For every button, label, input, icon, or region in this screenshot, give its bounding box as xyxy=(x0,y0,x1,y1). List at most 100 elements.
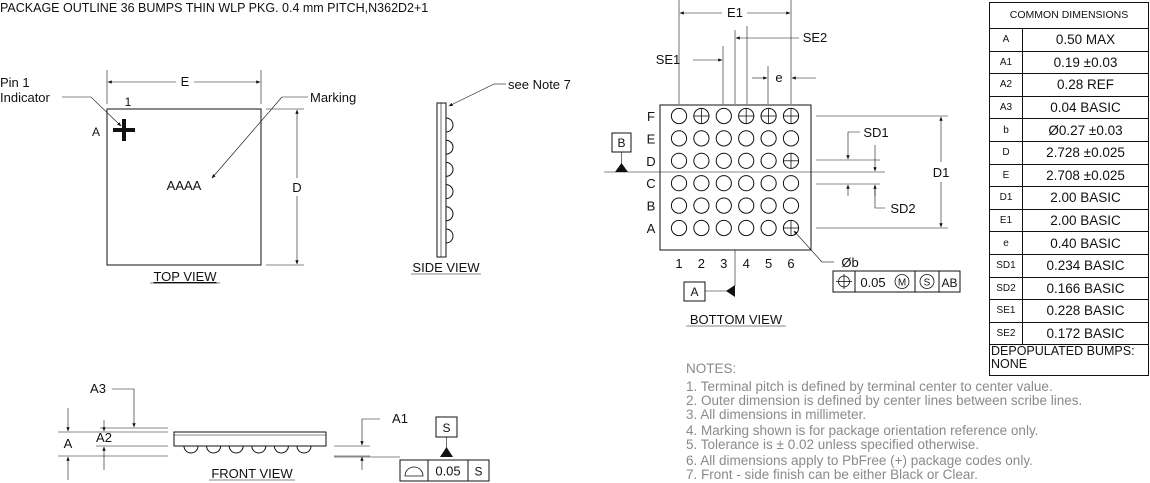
bump-F3 xyxy=(715,107,732,125)
bump-E4 xyxy=(738,130,755,147)
bump-C5 xyxy=(760,175,777,192)
fcf-datum-ref: AB xyxy=(941,276,957,290)
col-label-2: 2 xyxy=(698,256,705,271)
front-dim-a1-label: A1 xyxy=(392,411,408,426)
fcf-s-circle xyxy=(919,274,935,289)
dim-symbol: A1 xyxy=(989,50,1023,75)
notes-heading: NOTES: xyxy=(686,361,736,376)
top-col-label: 1 xyxy=(125,95,132,109)
dim-value: Ø0.27 ±0.03 xyxy=(1022,118,1149,142)
bump-A3 xyxy=(715,219,732,237)
note-2: 2. Outer dimension is defined by center … xyxy=(686,393,1082,408)
dim-value: 2.708 ±0.025 xyxy=(1022,163,1149,188)
dim-symbol: A3 xyxy=(989,95,1023,120)
bump-F1 xyxy=(670,107,688,125)
dim-symbol: E1 xyxy=(989,208,1023,233)
front-dim-a3-label: A3 xyxy=(90,381,106,396)
row-label-D: D xyxy=(646,154,655,169)
row-label-A: A xyxy=(647,221,656,236)
depop-line: NONE xyxy=(991,357,1028,372)
dim-symbol: D1 xyxy=(989,186,1023,210)
dim-value: 0.28 REF xyxy=(1022,73,1149,97)
side-bump xyxy=(445,117,454,133)
top-view: E D Pin 1 Indicator 1 A Marking AAAA TOP… xyxy=(0,70,356,284)
bump-A2 xyxy=(693,219,710,237)
side-bump xyxy=(445,161,454,177)
bump-D2 xyxy=(693,152,710,169)
dim-sd1-label: SD1 xyxy=(863,125,888,140)
depopulated-bumps: DEPOPULATED BUMPS:NONE xyxy=(989,344,1149,377)
dim-symbol: SE1 xyxy=(989,299,1023,323)
bottom-view-package-outline xyxy=(659,104,812,251)
side-bump xyxy=(445,184,454,200)
note-6: 6. All dimensions apply to PbFree (+) pa… xyxy=(686,453,1033,468)
col-label-6: 6 xyxy=(787,256,794,271)
dim-symbol: b xyxy=(989,118,1023,142)
dim-value: 2.00 BASIC xyxy=(1022,208,1149,233)
dim-value: 0.40 BASIC xyxy=(1022,231,1149,255)
front-dim-a2-label: A2 xyxy=(96,430,112,445)
flatness-ref: S xyxy=(474,465,482,479)
row-label-B: B xyxy=(647,199,656,214)
bump-A1 xyxy=(670,219,688,237)
bump-E1 xyxy=(670,130,688,147)
bump-C1 xyxy=(670,175,688,192)
bump-E3 xyxy=(715,130,732,147)
datum-a-triangle xyxy=(726,285,735,297)
notes: NOTES: 1. Terminal pitch is defined by t… xyxy=(686,361,1082,482)
bump-F2 xyxy=(693,107,710,125)
col-label-1: 1 xyxy=(675,256,682,271)
dim-value: 0.228 BASIC xyxy=(1022,299,1149,323)
bump-C3 xyxy=(715,175,732,192)
bump-D5 xyxy=(760,152,777,169)
datum-s-triangle xyxy=(440,447,453,457)
bump-C6 xyxy=(782,175,800,192)
note-4: 4. Marking shown is for package orientat… xyxy=(686,423,1038,438)
marking-text: AAAA xyxy=(167,178,202,193)
dim-symbol: SD2 xyxy=(989,276,1023,301)
dim-symbol: A2 xyxy=(989,73,1023,97)
fcf-s: S xyxy=(924,278,931,289)
front-view-die xyxy=(173,431,327,447)
bump-D4 xyxy=(738,152,755,169)
dim-symbol: e xyxy=(989,231,1023,255)
datum-b-triangle xyxy=(615,163,628,172)
dim-symbol: D xyxy=(989,140,1023,165)
flatness-tolerance: 0.05 xyxy=(435,464,460,479)
bump-B2 xyxy=(693,197,710,214)
fcf-frame xyxy=(832,270,961,293)
dim-value: 0.172 BASIC xyxy=(1022,321,1149,346)
row-label-C: C xyxy=(646,176,655,191)
front-view-label: FRONT VIEW xyxy=(211,466,293,481)
bump-D1 xyxy=(670,152,688,169)
datum-a-box xyxy=(683,281,706,302)
front-bump xyxy=(183,445,199,454)
pin1-cross-icon xyxy=(113,119,135,141)
dim-symbol: A xyxy=(989,28,1023,52)
side-bump xyxy=(445,206,454,222)
dim-value: 0.19 ±0.03 xyxy=(1022,50,1149,75)
bump-A4 xyxy=(738,219,755,237)
bump-A5 xyxy=(760,219,777,237)
dim-value: 0.234 BASIC xyxy=(1022,253,1149,278)
col-label-3: 3 xyxy=(720,256,727,271)
flatness-frame xyxy=(399,459,490,482)
dim-value: 2.00 BASIC xyxy=(1022,186,1149,210)
side-view-bumps xyxy=(445,117,454,244)
pin1-line1: Pin 1 xyxy=(0,75,30,90)
front-view: A A2 A3 A1 S 0.05 S FRONT VIEW xyxy=(58,381,490,482)
dim-value: 0.50 MAX xyxy=(1022,28,1149,52)
note-5: 5. Tolerance is ± 0.02 unless specified … xyxy=(686,437,979,452)
row-label-F: F xyxy=(647,109,655,124)
datum-s-label: S xyxy=(442,421,450,435)
bump-B1 xyxy=(670,197,688,214)
dim-value: 2.728 ±0.025 xyxy=(1022,140,1149,165)
